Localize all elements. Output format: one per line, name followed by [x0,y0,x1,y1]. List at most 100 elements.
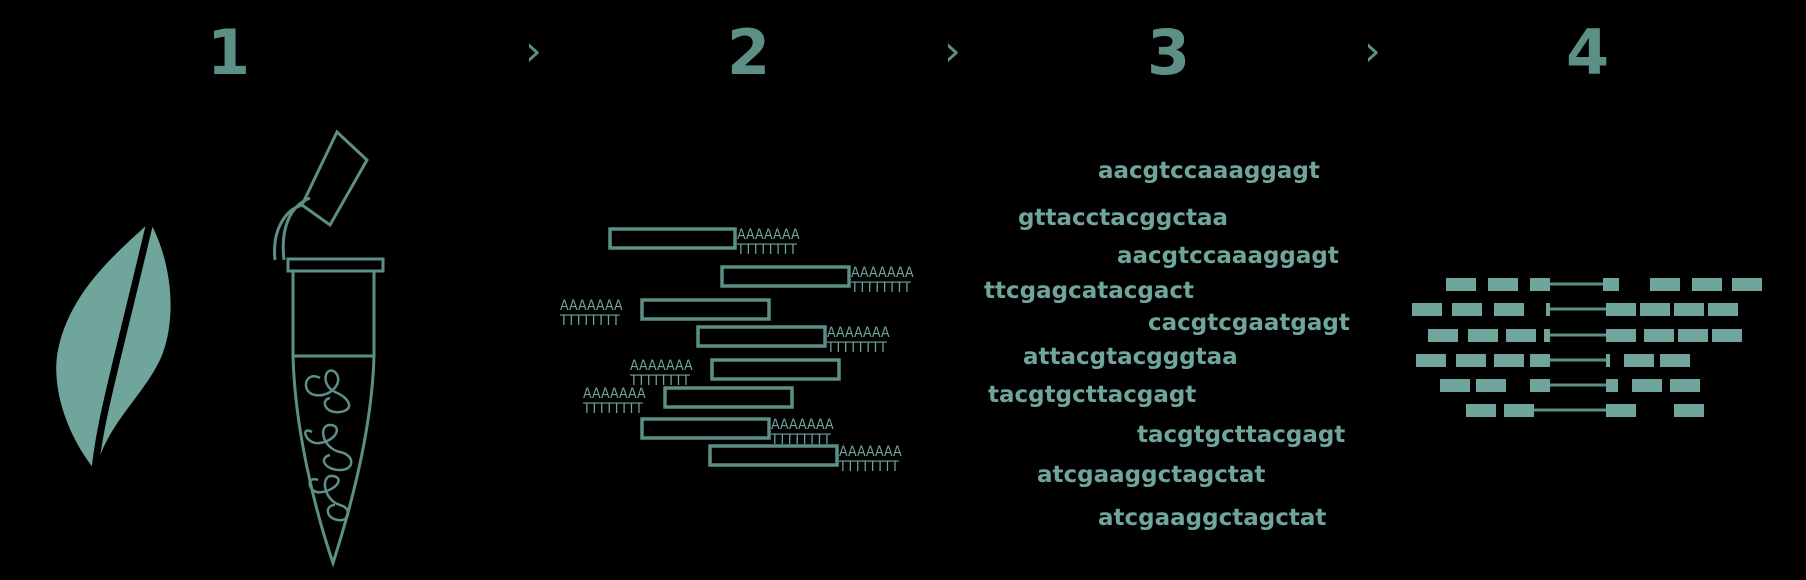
polya-tail-label: AAAAAAA [737,227,800,243]
exon-block [1530,278,1550,291]
exon-block [1624,354,1654,367]
exon-block [1606,354,1610,367]
polya-tail-label: AAAAAAA [851,265,914,281]
exon-block [1670,379,1700,392]
step-2-number: 2 [727,16,771,89]
polyt-tail-label: TTTTTTTT [582,401,643,417]
exon-row [1440,379,1700,392]
fragment-box [720,265,851,288]
exon-block [1650,278,1680,291]
fragment-box [663,386,794,409]
fragment-box [640,417,771,440]
exon-row [1416,354,1690,367]
read-sequence: aacgtccaaaggagt [1098,158,1320,184]
polya-tail-label: AAAAAAA [839,444,902,460]
exon-block [1674,404,1704,417]
read-sequence: aacgtccaaaggagt [1117,243,1339,269]
exon-block [1632,379,1662,392]
read-sequence: atcgaaggctagctat [1037,462,1266,488]
exon-block [1692,278,1722,291]
exon-block [1468,329,1498,342]
exon-block [1530,354,1550,367]
exon-block [1530,379,1550,392]
polya-tail-label: AAAAAAA [771,417,834,433]
exon-block [1494,354,1524,367]
exon-block [1606,404,1636,417]
exon-block [1544,329,1550,342]
exon-block [1674,303,1704,316]
polya-tail-label: AAAAAAA [827,325,890,341]
exon-block [1446,278,1476,291]
exon-block [1606,379,1618,392]
step-1-number: 1 [207,16,251,89]
exon-block [1640,303,1670,316]
exon-block [1660,354,1690,367]
step-3-number: 3 [1147,16,1191,89]
exon-block [1678,329,1708,342]
exon-block [1494,303,1524,316]
chevron-right-icon: › [1364,26,1381,75]
chevron-right-icon: › [944,26,961,75]
exon-block [1452,303,1482,316]
read-sequence: gttacctacggctaa [1018,205,1228,231]
polyt-tail-label: TTTTTTTT [826,340,887,356]
fragment-box [696,325,827,348]
exon-row [1466,404,1704,417]
fragment-box [708,444,839,467]
exon-block [1603,278,1619,291]
exon-block [1428,329,1458,342]
read-sequence: tacgtgcttacgagt [1137,422,1346,448]
fragment-box [640,298,771,321]
exon-block [1504,404,1534,417]
exon-block [1488,278,1518,291]
chevron-right-icon: › [525,26,542,75]
exon-row [1446,278,1762,291]
exon-block [1712,329,1742,342]
exon-block [1412,303,1442,316]
polya-tail-label: AAAAAAA [630,358,693,374]
polyt-tail-label: TTTTTTTT [629,373,690,389]
leaf-icon [56,221,171,471]
exon-block [1644,329,1674,342]
exon-block [1546,303,1550,316]
polyt-tail-label: TTTTTTTT [850,280,911,296]
exon-block [1606,329,1636,342]
fragment-box [608,227,737,250]
polyt-tail-label: TTTTTTTT [736,242,797,258]
microtube-icon [273,129,385,568]
read-sequence: attacgtacgggtaa [1023,344,1238,370]
polyt-tail-label: TTTTTTTT [838,459,899,475]
polyt-tail-label: TTTTTTTT [559,313,620,329]
polya-tail-label: AAAAAAA [583,386,646,402]
polya-tail-label: AAAAAAA [560,298,623,314]
polyt-tail-label: TTTTTTTT [770,432,831,448]
exon-block [1506,329,1536,342]
exon-block [1606,303,1636,316]
exon-block [1708,303,1738,316]
exon-block [1440,379,1470,392]
read-sequence: cacgtcgaatgagt [1148,310,1350,336]
exon-block [1416,354,1446,367]
exon-block [1732,278,1762,291]
exon-block [1476,379,1506,392]
exon-block [1456,354,1486,367]
read-sequence: tacgtgcttacgagt [988,382,1197,408]
step-4-number: 4 [1566,16,1610,89]
exon-row [1412,303,1738,316]
read-sequence: ttcgagcatacgact [984,278,1194,304]
exon-block [1466,404,1496,417]
read-sequence: atcgaaggctagctat [1098,505,1327,531]
fragment-box [710,358,841,381]
